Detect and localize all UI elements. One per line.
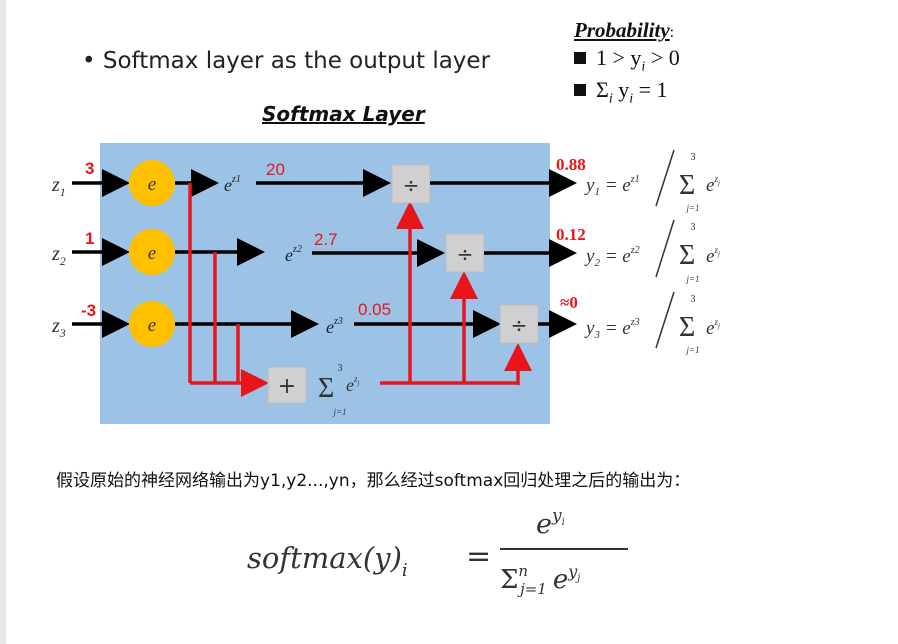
sum-sigma: Σ: [318, 373, 334, 404]
svg-text:3: 3: [691, 152, 696, 163]
formula-equals: =: [466, 539, 491, 574]
softmax-layer-title: Softmax Layer: [262, 102, 425, 126]
exp-value-1: 20: [266, 160, 285, 179]
exp-label-2: ez2: [285, 244, 302, 265]
exp-node-1: [129, 160, 175, 206]
bullet-heading: • Softmax layer as the output layer: [82, 48, 491, 74]
svg-text:y2 = ez2: y2 = ez2: [584, 245, 640, 269]
z2-label: z2: [51, 243, 66, 268]
svg-text:j=1: j=1: [685, 345, 699, 355]
bullet-text: Softmax layer as the output layer: [102, 48, 491, 74]
input-value-2: 1: [85, 229, 94, 248]
probability-colon: :: [669, 24, 675, 41]
plus-box: [267, 366, 307, 404]
output-formula-1: y1 = ez1 3 Σ j=1 ezj: [584, 149, 720, 213]
input-value-3: -3: [81, 301, 96, 320]
exp-node-label-1: e: [148, 174, 156, 195]
exp-value-2: 2.7: [314, 230, 338, 249]
svg-text:ezj: ezj: [706, 245, 720, 267]
cond1-end: > 0: [645, 45, 680, 70]
probability-condition-1: 1 > yi > 0: [574, 45, 680, 75]
cond2-sub: i: [608, 91, 613, 107]
square-bullet-icon: [574, 52, 586, 64]
divide-symbol-1: ÷: [403, 173, 420, 197]
svg-text:j=1: j=1: [685, 274, 699, 284]
exp-label-1: ez1: [224, 174, 241, 195]
exp-label-3: ez3: [326, 316, 343, 337]
exp-node-2: [129, 229, 175, 275]
divide-box-3: [499, 304, 539, 344]
sum-upper: 3: [338, 363, 343, 374]
divide-symbol-2: ÷: [457, 242, 474, 266]
cond2-rest: y: [612, 77, 630, 103]
exp-node-label-3: e: [148, 315, 156, 336]
divide-box-1: [391, 164, 431, 204]
description-text: 假设原始的神经网络输出为y1,y2...,yn，那么经过softmax回归处理之…: [56, 471, 691, 491]
formula-numerator: eyi: [536, 506, 565, 540]
output-formula-3: y3 = ez3 3 Σ j=1 ezj: [584, 291, 720, 355]
cond2-end: = 1: [633, 77, 668, 103]
z1-label: z1: [51, 174, 66, 199]
probability-condition-2: Σi yi = 1: [574, 77, 680, 107]
input-value-1: 3: [85, 159, 94, 178]
svg-text:Σ: Σ: [679, 170, 695, 201]
cond2-sub2: i: [629, 91, 634, 107]
left-scrollbar-strip: [0, 0, 6, 644]
svg-text:3: 3: [691, 294, 696, 305]
svg-text:3: 3: [691, 222, 696, 233]
sum-lower: j=1: [332, 407, 346, 417]
output-formula-2: y2 = ez2 3 Σ j=1 ezj: [584, 219, 720, 284]
svg-text:j=1: j=1: [685, 203, 699, 213]
sum-exp: ezj: [346, 374, 360, 395]
svg-text:ezj: ezj: [706, 317, 720, 339]
divide-symbol-3: ÷: [511, 313, 528, 337]
svg-text:Σ: Σ: [679, 240, 695, 271]
cond1-text: 1 > y: [596, 45, 642, 70]
svg-text:y3 = ez3: y3 = ez3: [584, 317, 640, 341]
probability-box: Probability: 1 > yi > 0 Σi yi = 1: [574, 18, 680, 108]
exp-node-label-2: e: [148, 243, 156, 264]
divide-box-2: [445, 233, 485, 273]
svg-text:ezj: ezj: [706, 174, 720, 196]
output-value-1: 0.88: [556, 155, 586, 174]
cond2-sigma: Σ: [596, 77, 609, 103]
cond1-sub: i: [641, 59, 646, 75]
svg-text:y1 = ez1: y1 = ez1: [584, 174, 640, 198]
square-bullet-icon: [574, 84, 586, 97]
exp-node-3: [129, 301, 175, 347]
output-value-2: 0.12: [556, 225, 586, 244]
svg-text:Σ: Σ: [679, 312, 695, 343]
z3-label: z3: [51, 315, 66, 340]
exp-value-3: 0.05: [358, 300, 391, 319]
probability-title: Probability: [574, 18, 670, 42]
formula-lhs: softmax(y)i: [247, 541, 408, 581]
plus-symbol: +: [278, 374, 296, 399]
output-value-3: ≈0: [560, 293, 578, 312]
